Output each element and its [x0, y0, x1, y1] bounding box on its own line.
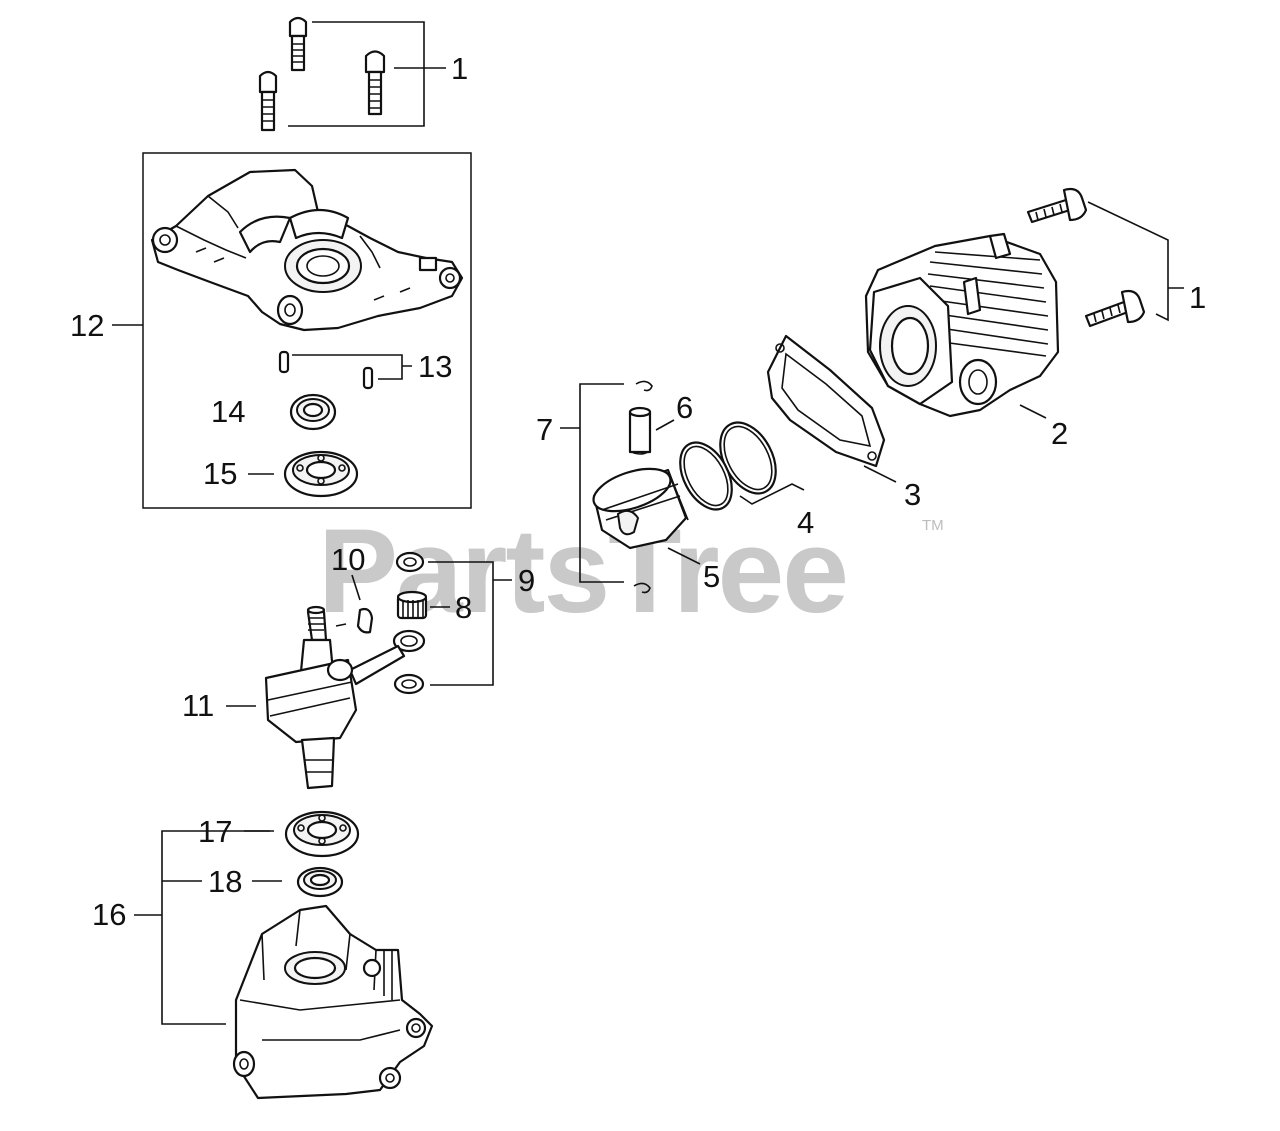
screw-top-b: [364, 50, 386, 116]
leader-2: [1019, 404, 1047, 419]
needle-bearing[interactable]: [396, 590, 428, 620]
callout-6: 6: [676, 390, 693, 425]
callout-10: 10: [331, 542, 365, 577]
crankcase-half-kit-box: [142, 152, 472, 509]
watermark-text: PartsTree: [318, 504, 847, 638]
piston-pin[interactable]: [628, 406, 652, 455]
screw-top-c: [258, 70, 278, 132]
ball-bearing-17[interactable]: [284, 810, 360, 858]
leader-9: [428, 561, 512, 686]
callout-12: 12: [70, 308, 104, 343]
leader-1-top: [288, 21, 446, 127]
callout-2: 2: [1051, 416, 1068, 451]
leader-16: [134, 830, 274, 1025]
callout-4: 4: [797, 505, 814, 540]
cylinder-bolt-b: [1084, 289, 1146, 328]
leader-1-right: [1087, 201, 1184, 322]
leader-7: [560, 383, 624, 583]
washer-9-bottom[interactable]: [393, 673, 425, 695]
callout-14: 14: [211, 394, 245, 429]
washer-9-top[interactable]: [395, 551, 425, 573]
piston-rings[interactable]: [670, 413, 787, 518]
crankshaft[interactable]: [264, 605, 358, 790]
callout-5: 5: [703, 559, 720, 594]
cylinder-bolt-a: [1026, 187, 1088, 224]
callout-15: 15: [203, 456, 237, 491]
crankcase-lower[interactable]: [232, 904, 434, 1100]
screw-set-top[interactable]: [258, 16, 386, 132]
callout-16: 16: [92, 897, 126, 932]
leader-3: [863, 465, 897, 483]
leader-10: [351, 574, 361, 601]
callout-8: 8: [455, 590, 472, 625]
crankcase-half[interactable]: [150, 168, 464, 332]
ball-bearing-15[interactable]: [283, 450, 359, 498]
cylinder[interactable]: [864, 232, 1060, 418]
connecting-rod[interactable]: [348, 629, 426, 686]
oil-seal-14[interactable]: [289, 393, 337, 431]
callout-3: 3: [904, 477, 921, 512]
leader-5: [667, 547, 701, 565]
watermark-trademark: TM: [922, 517, 944, 534]
oil-seal-18[interactable]: [296, 866, 344, 898]
callout-18: 18: [208, 864, 242, 899]
piston[interactable]: [588, 461, 689, 550]
pin-retainers[interactable]: [633, 380, 653, 594]
callout-1-right: 1: [1189, 280, 1206, 315]
dowel-pins[interactable]: [278, 350, 374, 390]
callout-11: 11: [182, 688, 214, 723]
leader-4: [739, 483, 805, 505]
cylinder-gasket[interactable]: [766, 334, 886, 468]
leader-13: [292, 354, 412, 380]
callout-13: 13: [418, 349, 452, 384]
callout-9: 9: [518, 563, 535, 598]
callout-7: 7: [536, 412, 553, 447]
cylinder-bolts[interactable]: [1026, 187, 1146, 328]
callout-1-top: 1: [451, 51, 468, 86]
leader-6: [655, 419, 675, 431]
screw-top-a: [288, 16, 308, 72]
woodruff-key[interactable]: [335, 607, 374, 634]
